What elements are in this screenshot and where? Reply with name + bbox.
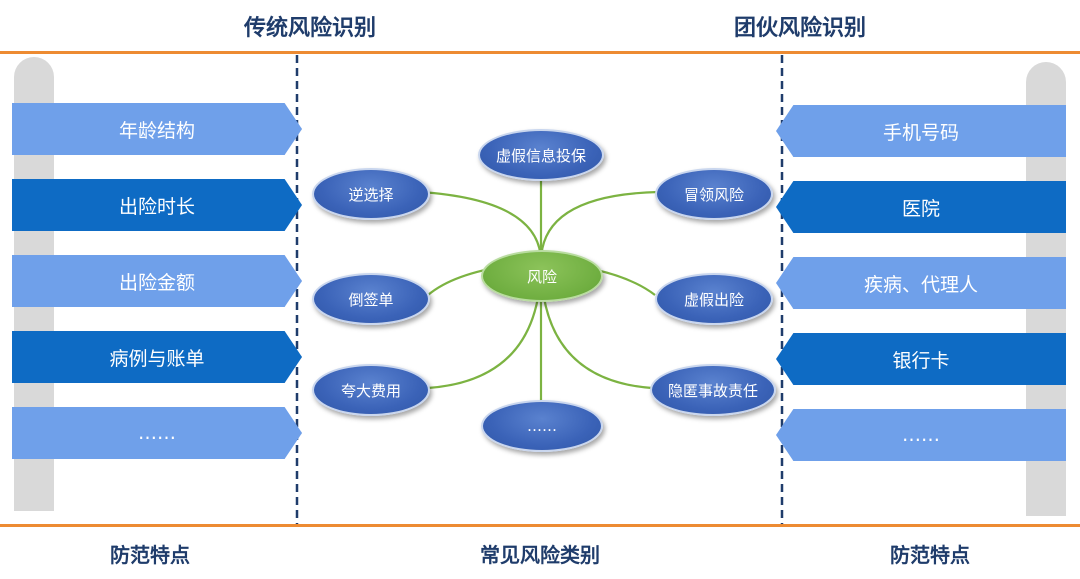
- right-sign-disease-agent: 疾病、代理人: [776, 257, 1066, 309]
- sign-label: 医院: [901, 197, 940, 220]
- left-sign-more: ……: [12, 407, 302, 459]
- sign-label: 病例与账单: [109, 347, 205, 370]
- node-risk-center: 风险: [481, 250, 603, 302]
- left-sign-age-structure: 年龄结构: [12, 103, 302, 155]
- left-signs: 年龄结构 出险时长 出险金额 病例与账单 ……: [12, 103, 302, 459]
- sign-label: ……: [138, 422, 176, 444]
- bottom-divider: [0, 524, 1080, 527]
- branch-left1: [419, 190, 543, 263]
- node-label: 虚假信息投保: [495, 146, 586, 165]
- node-concealed-liability: 隐匿事故责任: [650, 364, 776, 416]
- left-sign-records-and-bills: 病例与账单: [12, 331, 302, 383]
- node-label: 倒签单: [348, 290, 394, 309]
- right-sign-hospital: 医院: [776, 181, 1066, 233]
- top-divider: [0, 51, 1080, 54]
- node-false-info-insurance: 虚假信息投保: [478, 129, 604, 181]
- right-sign-more: ……: [776, 409, 1066, 461]
- footer-common-risk-types: 常见风险类别: [480, 543, 600, 567]
- node-label: 隐匿事故责任: [667, 381, 758, 400]
- header-traditional-risk: 传统风险识别: [243, 16, 376, 41]
- right-sign-bank-card: 银行卡: [776, 333, 1066, 385]
- sign-label: 出险时长: [118, 195, 195, 218]
- sign-label: 银行卡: [892, 349, 950, 372]
- sign-label: 手机号码: [882, 121, 959, 144]
- node-impersonation-claim: 冒领风险: [655, 168, 773, 220]
- node-adverse-selection: 逆选择: [312, 168, 430, 220]
- node-more: ……: [481, 400, 603, 452]
- node-label: 风险: [526, 267, 557, 286]
- right-sign-phone-number: 手机号码: [776, 105, 1066, 157]
- node-backdated-policy: 倒签单: [312, 273, 430, 325]
- node-label: 虚假出险: [683, 290, 744, 309]
- header-gang-risk: 团伙风险识别: [733, 16, 866, 41]
- node-label: ……: [527, 417, 557, 435]
- node-fake-accident: 虚假出险: [655, 273, 773, 325]
- node-exaggerated-expenses: 夸大费用: [312, 364, 430, 416]
- node-label: 夸大费用: [340, 381, 401, 400]
- sign-label: 出险金额: [118, 271, 195, 294]
- right-signs: 手机号码 医院 疾病、代理人 银行卡 ……: [776, 105, 1066, 461]
- node-label: 逆选择: [348, 185, 394, 204]
- footer-left-prevention: 防范特点: [110, 543, 190, 567]
- left-sign-claim-duration: 出险时长: [12, 179, 302, 231]
- footer-right-prevention: 防范特点: [890, 543, 970, 567]
- sign-label: 年龄结构: [118, 119, 195, 142]
- sign-label: ……: [902, 424, 940, 446]
- left-sign-claim-amount: 出险金额: [12, 255, 302, 307]
- branch-right1: [539, 190, 659, 263]
- sign-label: 疾病、代理人: [863, 273, 978, 296]
- node-label: 冒领风险: [683, 185, 744, 204]
